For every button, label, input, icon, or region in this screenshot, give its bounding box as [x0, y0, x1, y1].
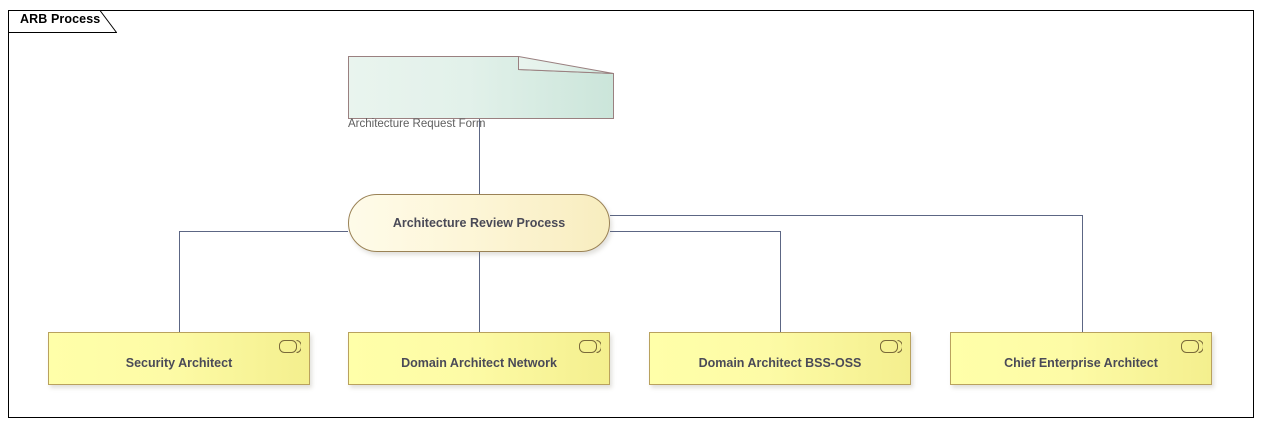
- business-process-label: Architecture Review Process: [392, 216, 566, 230]
- business-role-domain-architect-bss-oss[interactable]: Domain Architect BSS-OSS: [649, 332, 911, 385]
- deliverable-label: Architecture Request Form: [348, 118, 486, 130]
- business-role-icon: [1181, 340, 1203, 353]
- business-role-domain-architect-network[interactable]: Domain Architect Network: [348, 332, 610, 385]
- business-role-icon: [880, 340, 902, 353]
- frame-tab-label: ARB Process: [20, 12, 101, 26]
- business-role-label: Chief Enterprise Architect: [1004, 355, 1158, 370]
- business-role-label: Domain Architect BSS-OSS: [698, 355, 862, 370]
- business-role-label: Security Architect: [125, 355, 233, 370]
- business-role-label: Domain Architect Network: [401, 355, 557, 370]
- frame-tab: [8, 10, 117, 33]
- business-process-node[interactable]: Architecture Review Process: [348, 194, 610, 252]
- diagram-frame: [8, 10, 1254, 418]
- business-role-chief-enterprise-architect[interactable]: Chief Enterprise Architect: [950, 332, 1212, 385]
- business-role-icon: [579, 340, 601, 353]
- business-role-security-architect[interactable]: Security Architect: [48, 332, 310, 385]
- business-role-icon: [279, 340, 301, 353]
- deliverable-shape[interactable]: [348, 56, 614, 119]
